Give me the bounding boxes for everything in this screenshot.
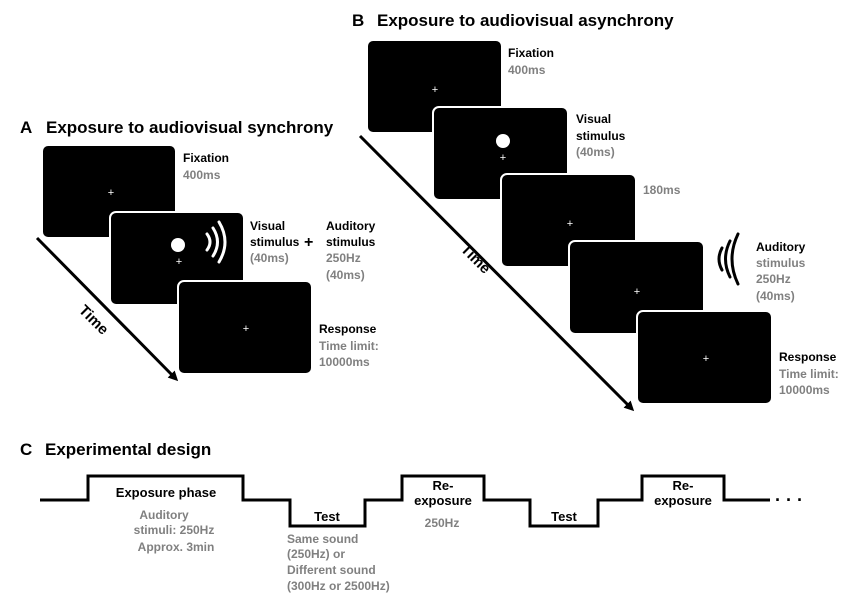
panel-a-response-screen xyxy=(177,280,313,375)
exposure-note-3: Approx. 3min xyxy=(138,540,215,554)
panel-b-visual-label-2: stimulus xyxy=(576,129,626,143)
reexposure-2-label-2: exposure xyxy=(654,493,712,508)
timeline-ellipsis: · · · xyxy=(775,490,803,510)
panel-a-visual-label-2: stimulus xyxy=(250,235,300,249)
test-2-label: Test xyxy=(551,509,577,524)
panel-b-auditory-label-1: Auditory xyxy=(756,240,806,254)
sound-wave-icon xyxy=(717,232,740,286)
panel-a-plus-sign: + xyxy=(304,234,313,251)
panel-b-title: Exposure to audiovisual asynchrony xyxy=(377,11,674,30)
fixation-cross-icon: + xyxy=(432,84,438,96)
panel-b-visual-duration: (40ms) xyxy=(576,145,615,159)
panel-b-response-limit-2: 10000ms xyxy=(779,383,830,397)
panel-a-visual-duration: (40ms) xyxy=(250,251,289,265)
panel-a-auditory-freq: 250Hz xyxy=(326,251,361,265)
fixation-cross-icon: + xyxy=(703,353,709,365)
panel-a-fixation-duration: 400ms xyxy=(183,168,221,182)
panel-a-fixation-label: Fixation xyxy=(183,151,229,165)
test-1-label: Test xyxy=(314,509,340,524)
panel-b-response-screen xyxy=(636,310,773,405)
fixation-cross-icon: + xyxy=(567,218,573,230)
panel-c: C Experimental design · · · Exposure pha… xyxy=(20,440,803,593)
fixation-cross-icon: + xyxy=(176,256,182,268)
fixation-cross-icon: + xyxy=(500,152,506,164)
panel-b-auditory-freq: 250Hz xyxy=(756,272,791,286)
panel-b-auditory-duration: (40ms) xyxy=(756,289,795,303)
test-1-note-3: Different sound xyxy=(287,563,376,577)
exposure-note-2: stimuli: 250Hz xyxy=(134,523,215,537)
reexposure-1-label-1: Re- xyxy=(433,478,454,493)
panel-b-letter: B xyxy=(352,11,364,30)
panel-a-letter: A xyxy=(20,118,32,137)
panel-c-title: Experimental design xyxy=(45,440,211,459)
panel-a-time-arrow xyxy=(35,236,179,382)
panel-b-time-label: Time xyxy=(457,241,494,278)
design-timeline xyxy=(40,474,770,528)
test-1-note-2: (250Hz) or xyxy=(287,547,345,561)
reexposure-1-note: 250Hz xyxy=(425,516,460,530)
panel-b: B Exposure to audiovisual asynchrony Tim… xyxy=(352,11,839,412)
white-disc-icon xyxy=(171,238,185,252)
white-disc-icon xyxy=(496,134,510,148)
panel-a-auditory-duration: (40ms) xyxy=(326,268,365,282)
panel-a-visual-label-1: Visual xyxy=(250,219,285,233)
reexposure-1-label-2: exposure xyxy=(414,493,472,508)
fixation-cross-icon: + xyxy=(108,187,114,199)
panel-a-response-limit-2: 10000ms xyxy=(319,355,370,369)
panel-a-auditory-label-2: stimulus xyxy=(326,235,376,249)
panel-a-auditory-label-1: Auditory xyxy=(326,219,376,233)
panel-b-fixation-label: Fixation xyxy=(508,46,554,60)
panel-a-title: Exposure to audiovisual synchrony xyxy=(46,118,334,137)
panel-a-response-label: Response xyxy=(319,322,377,336)
panel-b-visual-label-1: Visual xyxy=(576,112,611,126)
panel-a: A Exposure to audiovisual synchrony Time… xyxy=(20,118,379,382)
sound-wave-icon xyxy=(205,220,227,264)
panel-b-auditory-label-2: stimulus xyxy=(756,256,806,270)
reexposure-2-label-1: Re- xyxy=(673,478,694,493)
fixation-cross-icon: + xyxy=(634,286,640,298)
panel-b-response-label: Response xyxy=(779,350,837,364)
exposure-note-1: Auditory xyxy=(139,508,189,522)
panel-b-gap-duration: 180ms xyxy=(643,183,681,197)
panel-c-letter: C xyxy=(20,440,32,459)
panel-b-response-limit-1: Time limit: xyxy=(779,367,839,381)
fixation-cross-icon: + xyxy=(243,323,249,335)
test-1-note-4: (300Hz or 2500Hz) xyxy=(287,579,390,593)
panel-b-time-arrow xyxy=(358,134,635,412)
exposure-phase-label: Exposure phase xyxy=(116,485,216,500)
test-1-note-1: Same sound xyxy=(287,532,358,546)
panel-a-response-limit-1: Time limit: xyxy=(319,339,379,353)
panel-b-fixation-duration: 400ms xyxy=(508,63,546,77)
